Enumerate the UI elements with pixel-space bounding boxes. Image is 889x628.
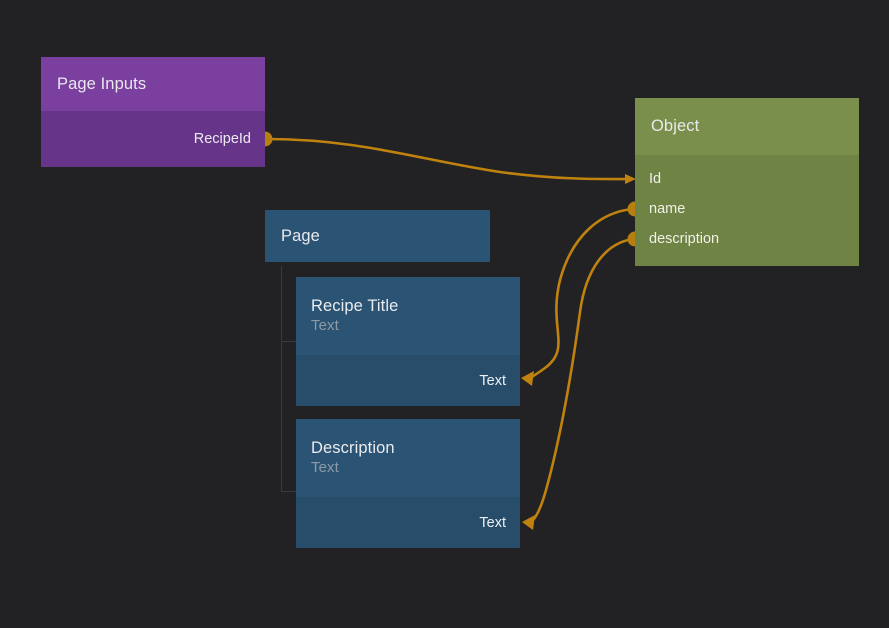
wire-name-to-recipe-title bbox=[529, 207, 634, 380]
node-recipe-title[interactable]: Recipe Title Text Text bbox=[296, 277, 520, 406]
node-recipe-title-header[interactable]: Recipe Title Text bbox=[296, 277, 520, 355]
node-page[interactable]: Page bbox=[265, 210, 490, 262]
node-description-body: Text bbox=[296, 497, 520, 548]
node-page-inputs-body: RecipeId bbox=[41, 111, 265, 167]
wire-description-to-description-slot bbox=[530, 237, 634, 524]
node-object-header[interactable]: Object bbox=[635, 98, 859, 155]
node-object[interactable]: Object Id name description bbox=[635, 98, 859, 266]
node-recipe-title-type: Text bbox=[311, 316, 339, 334]
node-description-header[interactable]: Description Text bbox=[296, 419, 520, 497]
wire-arrow-recipe-title bbox=[521, 371, 534, 386]
node-description[interactable]: Description Text Text bbox=[296, 419, 520, 548]
node-description-label: Description bbox=[311, 439, 395, 458]
node-page-title: Page bbox=[281, 226, 320, 245]
node-recipe-title-body: Text bbox=[296, 355, 520, 406]
field-label-name[interactable]: name bbox=[649, 201, 686, 217]
node-page-inputs-title: Page Inputs bbox=[57, 74, 147, 93]
node-object-body: Id name description bbox=[635, 155, 859, 266]
output-label-recipeid[interactable]: RecipeId bbox=[193, 131, 251, 147]
tree-connector-vertical bbox=[281, 266, 282, 492]
field-label-id[interactable]: Id bbox=[649, 171, 662, 187]
tree-connector-branch-recipe-title bbox=[281, 341, 296, 342]
node-page-inputs-header[interactable]: Page Inputs bbox=[41, 57, 265, 111]
node-object-title: Object bbox=[651, 117, 700, 135]
tree-connector-branch-description bbox=[281, 491, 296, 492]
node-page-header[interactable]: Page bbox=[265, 210, 490, 262]
node-page-inputs[interactable]: Page Inputs RecipeId bbox=[41, 57, 265, 167]
node-description-type: Text bbox=[311, 458, 339, 476]
wire-arrow-description-slot bbox=[522, 515, 535, 530]
wire-recipeid-to-id bbox=[265, 137, 630, 181]
node-recipe-title-label: Recipe Title bbox=[311, 297, 399, 316]
slot-label-recipe-title-text[interactable]: Text bbox=[479, 372, 506, 389]
slot-label-description-text[interactable]: Text bbox=[479, 514, 506, 531]
field-label-description[interactable]: description bbox=[649, 231, 720, 247]
